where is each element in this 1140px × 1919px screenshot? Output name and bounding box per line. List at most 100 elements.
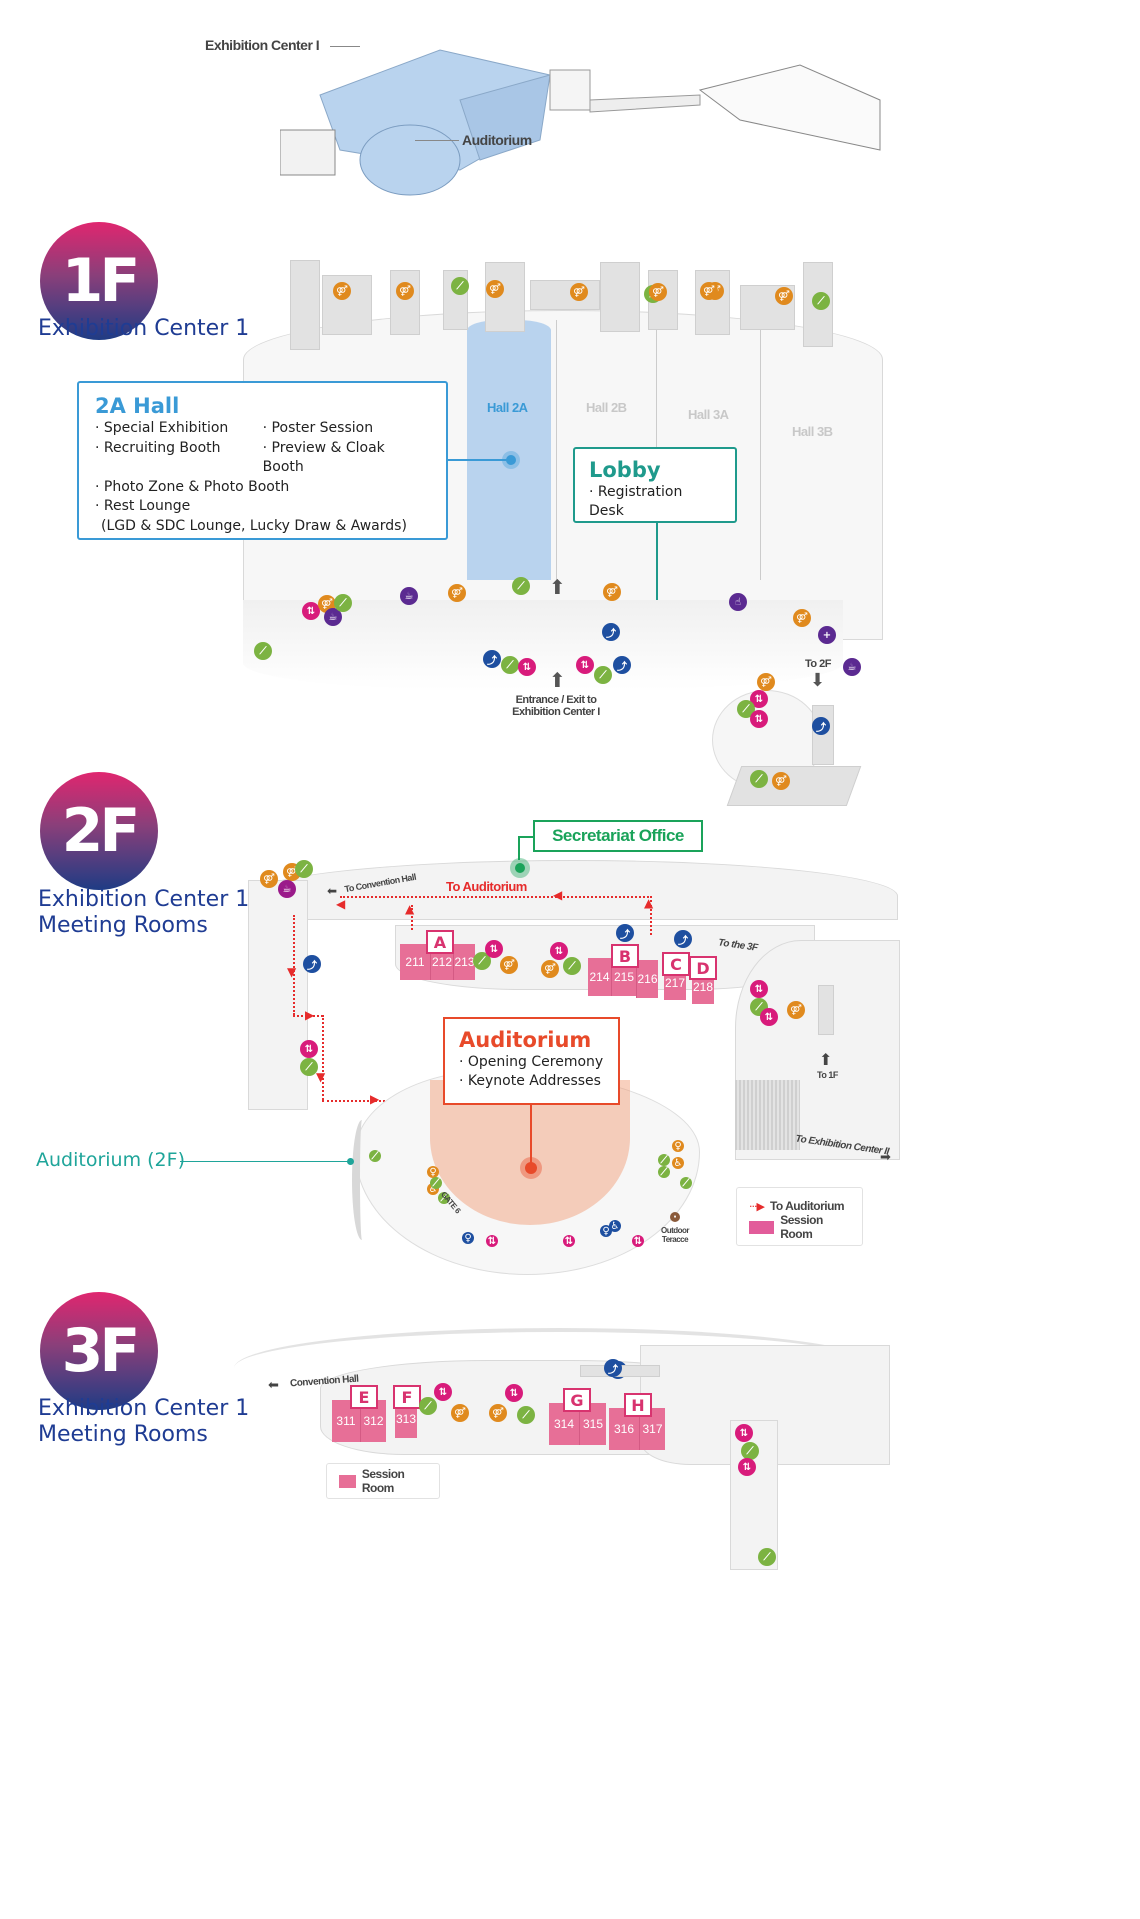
callout-2a-list: · Special Exhibition · Recruiting Booth … — [95, 419, 430, 478]
elevator-icon: ⇅ — [750, 690, 768, 708]
route-dotted — [322, 1100, 397, 1102]
session-room[interactable]: 317 — [639, 1408, 665, 1450]
restroom-icon: ⚤ — [489, 1404, 507, 1422]
elevator-icon: ⇅ — [485, 940, 503, 958]
session-room-swatch — [749, 1220, 775, 1234]
floor-3f-subtitle-line: Exhibition Center 1 — [38, 1396, 250, 1421]
first-aid-icon: + — [818, 626, 836, 644]
entrance-arrow-icon: ⬆ — [549, 575, 566, 599]
to-2f-label: To 2F — [805, 658, 832, 670]
room-number: 312 — [363, 1414, 384, 1428]
hall-2b-label: Hall 2B — [586, 400, 627, 415]
elevator-icon: ⇅ — [300, 1040, 318, 1058]
entrance-label: Entrance / Exit to Exhibition Center I — [500, 694, 612, 718]
route-dotted — [293, 1015, 323, 1017]
floor-2f-subtitle-line: Exhibition Center 1 — [38, 887, 250, 912]
floor-3f-subtitle-line: Meeting Rooms — [38, 1422, 208, 1447]
auditorium-2f-label: Auditorium (2F) — [36, 1149, 185, 1171]
escalator-shaft — [812, 705, 834, 765]
restroom-icon: ⚤ — [541, 960, 559, 978]
auditorium-2f-leader-dot — [347, 1158, 354, 1165]
legend-3f: Session Room — [326, 1463, 440, 1499]
entrance-label-line: Exhibition Center I — [512, 706, 600, 718]
floor-2f-left-wing — [248, 880, 308, 1110]
cafe-icon: ☕ — [324, 608, 342, 626]
restroom-icon: ⚤ — [451, 1404, 469, 1422]
to-convention-arrow-icon: ⬅ — [327, 884, 338, 898]
callout-auditorium-item: · Keynote Addresses — [459, 1073, 601, 1089]
secretariat-label: Secretariat Office — [552, 826, 684, 845]
floor-1f-subtitle-line: Exhibition Center 1 — [38, 316, 250, 341]
stairs-icon: ⟋ — [451, 277, 469, 295]
stairs-icon: ⟋ — [419, 1397, 437, 1415]
restroom-icon: ⚤ — [772, 772, 790, 790]
room-number: 214 — [589, 970, 610, 984]
elevator-icon: ⇅ — [576, 656, 594, 674]
session-room[interactable]: 313 — [395, 1400, 417, 1438]
escalator-icon: ⤴ — [303, 955, 321, 973]
room-letter-b: B — [611, 944, 639, 968]
corridor-band — [243, 600, 843, 690]
room-letter-e: E — [350, 1385, 378, 1409]
route-arrow-icon: ▲ — [405, 902, 415, 916]
session-room[interactable]: 211 — [400, 944, 430, 980]
route-dotted — [293, 915, 295, 1015]
session-room[interactable]: 216 — [636, 960, 658, 998]
session-room-swatch — [339, 1474, 356, 1488]
overview-leader-auditorium — [415, 140, 459, 141]
callout-lobby-item: · Registration Desk — [589, 484, 683, 519]
room-number: 215 — [613, 970, 635, 984]
restroom-icon: ♀ — [462, 1232, 474, 1244]
secretariat-leader — [518, 836, 533, 838]
callout-2a-col1: · Special Exhibition · Recruiting Booth — [95, 419, 263, 478]
stairs-icon: ⟋ — [430, 1177, 442, 1189]
restroom-icon: ⚤ — [260, 870, 278, 888]
overview-leader-exhibition — [330, 46, 360, 47]
legend-2f: ···▶ To Auditorium Session Room — [736, 1187, 863, 1246]
stairs-icon: ⟋ — [517, 1406, 535, 1424]
restroom-icon: ♀ — [427, 1166, 439, 1178]
floor-2f-subtitle: Exhibition Center 1 Meeting Rooms — [38, 887, 249, 939]
restroom-icon: ⚤ — [787, 1001, 805, 1019]
service-core — [600, 262, 640, 332]
stairs-icon: ⟋ — [812, 292, 830, 310]
stairs-icon: ⟋ — [295, 860, 313, 878]
callout-2a-col2: · Poster Session · Preview & Cloak Booth — [263, 419, 430, 478]
session-room[interactable]: 213 — [453, 944, 475, 980]
cafe-icon: ☕ — [843, 658, 861, 676]
hall-2a-marker-dot — [506, 455, 516, 465]
callout-2a-item: · Rest Lounge — [95, 498, 191, 514]
route-arrow-icon: ▼ — [316, 1070, 326, 1084]
legend-item-route: ···▶ To Auditorium — [749, 1196, 850, 1216]
info-icon: ☝ — [729, 593, 747, 611]
escalator-icon: ⤴ — [483, 650, 501, 668]
route-dotted — [340, 896, 652, 898]
accessible-icon: ♿ — [672, 1157, 684, 1169]
escalator-icon: ⤴ — [602, 623, 620, 641]
to-1f-arrow-icon: ⬆ — [819, 1050, 833, 1069]
escalator-shaft — [818, 985, 834, 1035]
auditorium-2f-arc — [352, 1120, 372, 1240]
service-core — [726, 766, 862, 806]
stairs-icon: ⟋ — [254, 642, 272, 660]
elevator-icon: ⇅ — [750, 980, 768, 998]
restroom-icon: ⚤ — [700, 282, 718, 300]
accessible-icon: ♿ — [609, 1220, 621, 1232]
auditorium-marker-dot — [525, 1162, 537, 1174]
floor-badge-2f: 2F — [40, 772, 158, 890]
callout-auditorium: Auditorium · Opening Ceremony · Keynote … — [443, 1017, 620, 1105]
room-number: 313 — [395, 1412, 417, 1426]
restroom-icon: ⚤ — [793, 609, 811, 627]
hall-2a-area — [467, 320, 551, 580]
restroom-icon: ⚤ — [500, 956, 518, 974]
callout-2a-item: · Preview & Cloak Booth — [262, 439, 385, 476]
stairs-icon: ⟋ — [758, 1548, 776, 1566]
route-dotted — [411, 905, 413, 930]
callout-2a-item: · Recruiting Booth — [95, 439, 221, 456]
session-room[interactable]: 214 — [588, 958, 611, 996]
escalator-icon: ⤴ — [616, 924, 634, 942]
elevator-icon: ⇅ — [738, 1458, 756, 1476]
floor-badge-1f: 1F — [40, 222, 158, 340]
floor-2f-subtitle-line: Meeting Rooms — [38, 913, 208, 938]
callout-2a-extra: (LGD & SDC Lounge, Lucky Draw & Awards) — [101, 517, 407, 534]
